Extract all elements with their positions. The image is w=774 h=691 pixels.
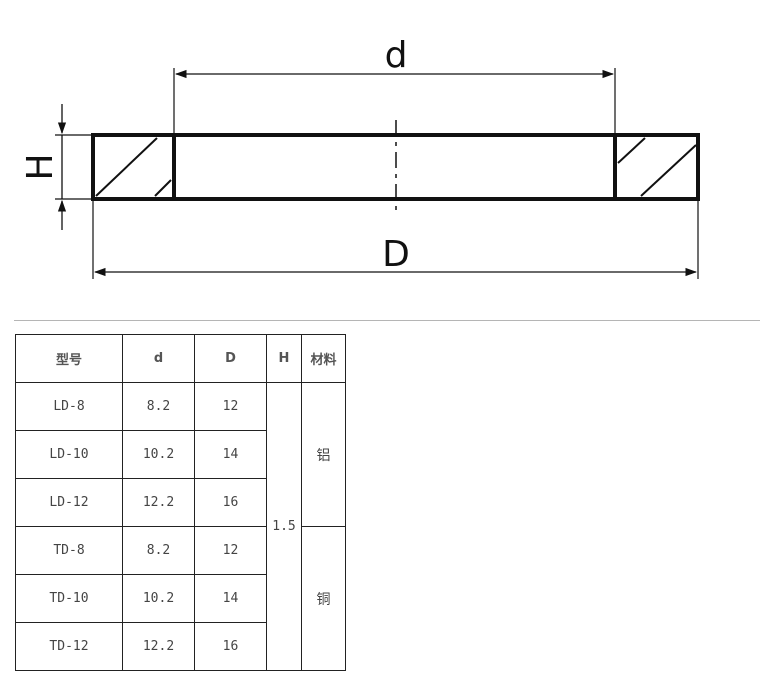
section-hatching — [95, 137, 697, 197]
header-model: 型号 — [15, 334, 123, 383]
cell-D: 14 — [194, 430, 267, 479]
table-row: LD-10 10.2 14 — [15, 430, 346, 479]
cell-d: 8.2 — [122, 526, 195, 575]
table-row: LD-8 8.2 12 1.5 铝 — [15, 382, 346, 671]
cell-D: 12 — [194, 526, 267, 575]
cell-d: 10.2 — [122, 574, 195, 623]
cell-D: 14 — [194, 574, 267, 623]
label-H: H — [20, 153, 61, 180]
header-material: 材料 — [301, 334, 346, 383]
cell-model: TD-8 — [15, 526, 123, 575]
header-H: H — [266, 334, 302, 383]
cell-model: LD-10 — [15, 430, 123, 479]
cell-material-aluminum: 铝 — [301, 382, 346, 527]
table-header-row: 型号 d D H 材料 — [15, 334, 346, 383]
cell-material-copper: 铜 — [301, 526, 346, 671]
cell-model: TD-12 — [15, 622, 123, 671]
cell-d: 8.2 — [122, 382, 195, 431]
divider-rule — [14, 320, 760, 321]
cell-model: LD-12 — [15, 478, 123, 527]
table-row: TD-8 8.2 12 铜 — [15, 526, 346, 671]
header-d: d — [122, 334, 195, 383]
label-D: D — [382, 234, 410, 275]
cell-D: 12 — [194, 382, 267, 431]
cell-d: 12.2 — [122, 622, 195, 671]
cell-d: 12.2 — [122, 478, 195, 527]
washer-drawing: d D H — [20, 35, 700, 279]
cell-D: 16 — [194, 622, 267, 671]
table-row: TD-12 12.2 16 — [15, 622, 346, 671]
cell-d: 10.2 — [122, 430, 195, 479]
header-D: D — [194, 334, 267, 383]
extension-lines — [55, 68, 699, 279]
table-row: TD-10 10.2 14 — [15, 574, 346, 623]
table-row: LD-12 12.2 16 — [15, 478, 346, 527]
spec-table: 型号 d D H 材料 LD-8 8.2 12 1.5 铝 LD-10 10.2… — [15, 334, 346, 671]
cell-D: 16 — [194, 478, 267, 527]
cell-model: LD-8 — [15, 382, 123, 431]
label-d: d — [385, 35, 408, 76]
cell-model: TD-10 — [15, 574, 123, 623]
cell-H: 1.5 — [266, 382, 302, 671]
